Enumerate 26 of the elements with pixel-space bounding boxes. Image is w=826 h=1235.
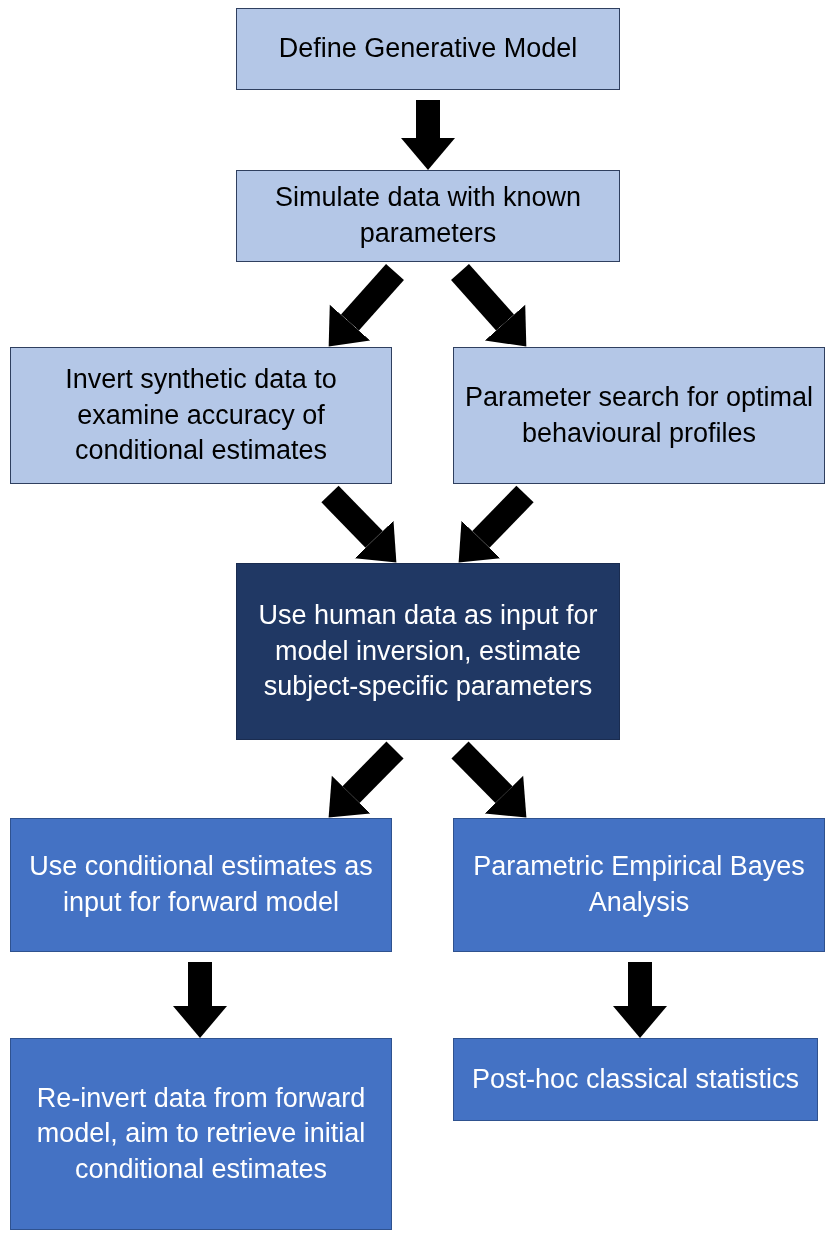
box-label: Define Generative Model — [278, 32, 578, 66]
process-box — [453, 818, 825, 952]
process-box — [10, 1038, 392, 1230]
process-box — [10, 347, 392, 484]
box-label: Use human data as input for model inversion, estimate subject-specific parameters — [257, 599, 599, 704]
process-box — [236, 8, 620, 90]
arrow — [328, 264, 404, 347]
arrow — [321, 485, 397, 563]
box-label: Use conditional estimates as input for forward model — [28, 850, 374, 919]
arrow — [401, 100, 455, 170]
process-box — [236, 563, 620, 740]
arrow — [458, 485, 534, 563]
arrow — [451, 264, 527, 347]
process-box — [10, 818, 392, 952]
arrow — [173, 962, 227, 1038]
process-box — [453, 1038, 818, 1121]
box-label: Re-invert data from forward model, aim to retrieve initial conditional estimates — [35, 1081, 367, 1186]
process-box — [453, 347, 825, 484]
arrow — [613, 962, 667, 1038]
box-label: Simulate data with known parameters — [273, 181, 583, 250]
arrow — [328, 741, 404, 818]
process-box — [236, 170, 620, 262]
box-label: Post-hoc classical statistics — [471, 1062, 800, 1096]
box-label: Invert synthetic data to examine accuracy of conditional estimates — [64, 363, 338, 468]
box-label: Parameter search for optimal behavioural profiles — [464, 380, 814, 450]
box-label: Parametric Empirical Bayes Analysis — [472, 850, 806, 919]
